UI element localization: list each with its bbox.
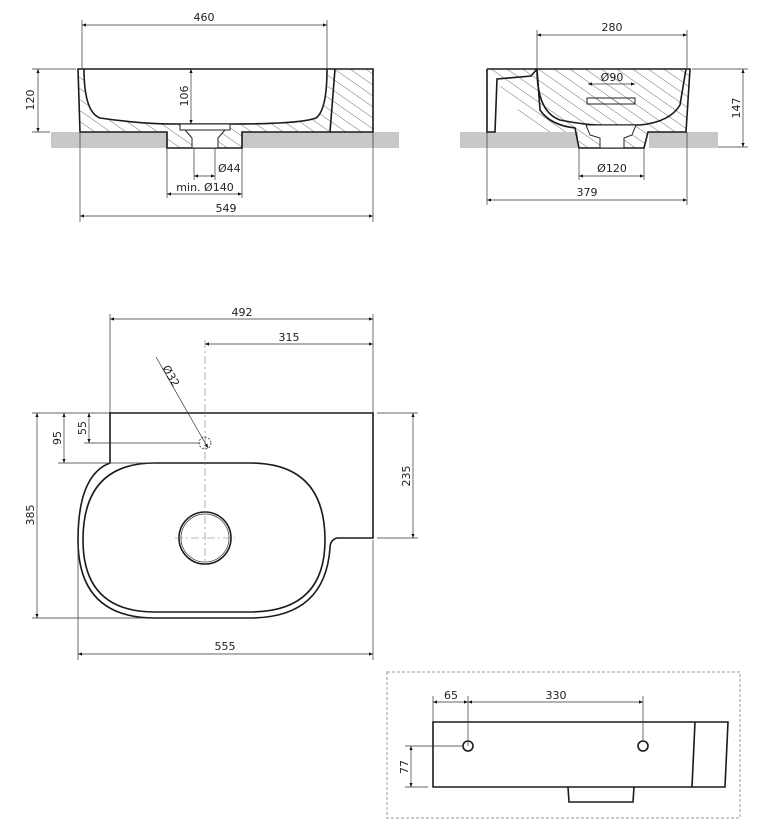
dim-label-hole-height: 77 xyxy=(398,760,411,774)
basin-section-hatch xyxy=(78,69,373,148)
mounting-hole-right xyxy=(637,740,649,752)
dim-label-height: 147 xyxy=(730,98,743,119)
dim-label-total-depth: 385 xyxy=(24,505,37,526)
waste-plug xyxy=(586,97,636,105)
rear-outline xyxy=(432,721,729,788)
dim-label-cutout: Ø120 xyxy=(597,162,627,175)
countertop-left xyxy=(51,132,167,148)
plan-view: Ø32 492 315 385 95 55 235 555 xyxy=(24,306,418,660)
drain-body xyxy=(585,124,637,149)
dim-label-top-width: 460 xyxy=(194,11,215,24)
countertop-right xyxy=(242,132,399,148)
basin-bowl xyxy=(82,462,326,613)
dim-label-shelf-depth: 235 xyxy=(400,466,413,487)
dim-label-drain: Ø44 xyxy=(218,162,241,175)
dim-label-total-width: 555 xyxy=(215,640,236,653)
countertop-right xyxy=(649,132,718,148)
dim-label-basin-offset: 95 xyxy=(51,431,64,445)
dim-label-tap-hole: Ø32 xyxy=(159,363,182,389)
basin-inner xyxy=(83,68,328,125)
dim-label-height: 120 xyxy=(24,90,37,111)
overflow-channel xyxy=(486,68,538,133)
basin-inner xyxy=(536,68,687,126)
basin-outline xyxy=(77,412,374,619)
drain-flange xyxy=(179,123,231,131)
dim-label-waste: Ø90 xyxy=(601,71,624,84)
basin-outline xyxy=(487,68,691,149)
detail-frame xyxy=(386,671,741,819)
dim-label-cutout: min. Ø140 xyxy=(176,181,233,194)
side-view: 280 147 Ø90 Ø120 379 xyxy=(460,21,748,205)
dim-label-hole-offset: 65 xyxy=(444,689,458,702)
drain-body xyxy=(183,129,227,149)
dim-label-back-width: 492 xyxy=(232,306,253,319)
dim-label-total-depth: 379 xyxy=(577,186,598,199)
dim-label-inner-depth: 106 xyxy=(178,86,191,107)
dim-label-hole-spacing: 330 xyxy=(546,689,567,702)
drain-outline xyxy=(567,786,635,803)
rear-view: 65 330 77 xyxy=(386,671,741,819)
dim-label-top-width: 280 xyxy=(602,21,623,34)
dim-label-total-width: 549 xyxy=(216,202,237,215)
dim-label-tap-offset: 315 xyxy=(279,331,300,344)
shelf-edge xyxy=(329,68,336,133)
front-view: 460 120 106 Ø44 min. Ø140 549 xyxy=(24,11,399,222)
countertop-left xyxy=(460,132,578,148)
dim-label-tap-depth: 55 xyxy=(76,421,89,435)
